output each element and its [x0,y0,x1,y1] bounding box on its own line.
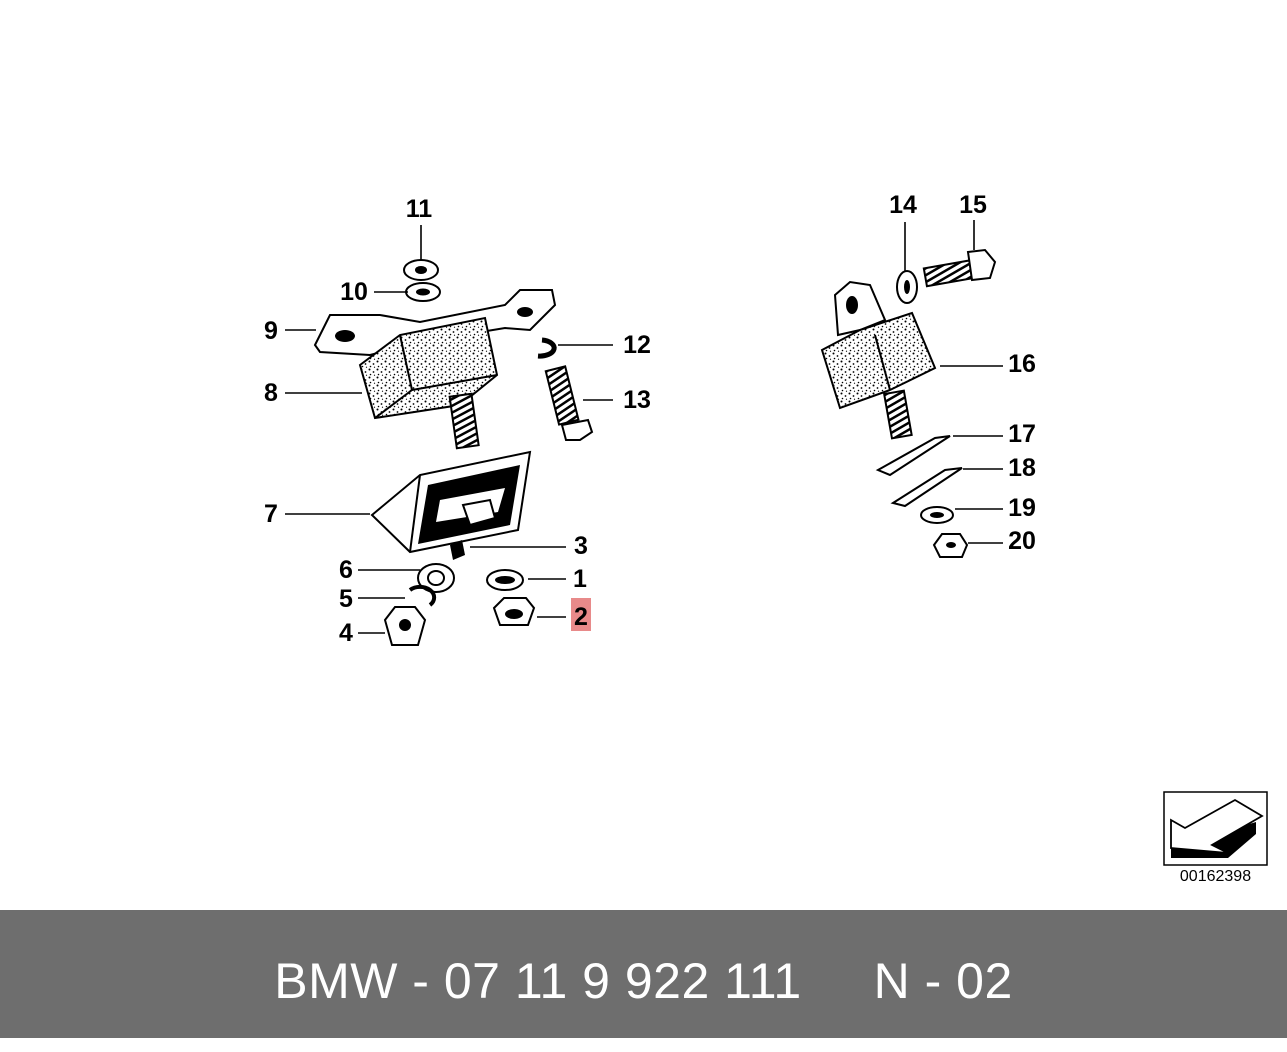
callout-6: 6 [339,556,353,584]
callout-3: 3 [574,532,588,560]
callout-13: 13 [623,386,651,414]
callout-14: 14 [889,191,917,219]
callout-18: 18 [1008,454,1036,482]
lock-washer-12 [537,337,557,359]
plate-17 [875,435,951,477]
footer-bar: BMW - 07 11 9 922 111 N - 02 [0,910,1287,1038]
callout-4: 4 [339,619,353,647]
callout-12: 12 [623,331,651,359]
callout-2-highlight [571,598,591,631]
washer-14 [896,270,918,304]
callout-20: 20 [1008,527,1036,555]
leader-lines [285,220,1003,634]
nut-20 [932,533,969,558]
bolt-3 [450,540,465,560]
callout-8: 8 [264,379,278,407]
plate-18 [890,467,963,508]
right-assembly [820,248,997,558]
bolt-13 [544,365,594,441]
callout-16: 16 [1008,350,1036,378]
callout-11: 11 [406,195,433,223]
callout-19: 19 [1008,494,1036,522]
callout-7: 7 [264,500,278,528]
lock-washer-5 [408,584,437,607]
support-7 [370,450,532,554]
arrow-left-down-icon [1163,791,1268,866]
bolt-15 [922,248,997,288]
callouts: 1 2 3 4 5 6 7 8 9 10 11 12 13 14 15 16 1… [264,191,1036,647]
callout-10: 10 [340,278,368,306]
callout-2: 2 [574,603,588,631]
callout-17: 17 [1008,420,1036,448]
callout-9: 9 [264,317,278,345]
washer-10 [405,282,441,302]
callout-1: 1 [573,565,587,593]
rubber-mount-8 [358,316,499,420]
callout-15: 15 [959,191,987,219]
part-number-caption: BMW - 07 11 9 922 111 N - 02 [274,953,1013,1009]
diagram-reference-number: 00162398 [1179,868,1252,885]
nut-11 [403,259,439,281]
callout-5: 5 [339,585,353,613]
washer-6 [417,563,455,593]
left-assembly [313,259,594,646]
nut-2 [492,597,536,626]
rubber-mount-16 [820,280,937,410]
nut-4 [383,606,427,646]
washer-19 [920,506,954,524]
washer-1 [486,569,524,591]
parts-diagram: 1 2 3 4 5 6 7 8 9 10 11 12 13 14 15 16 1… [264,191,1268,866]
